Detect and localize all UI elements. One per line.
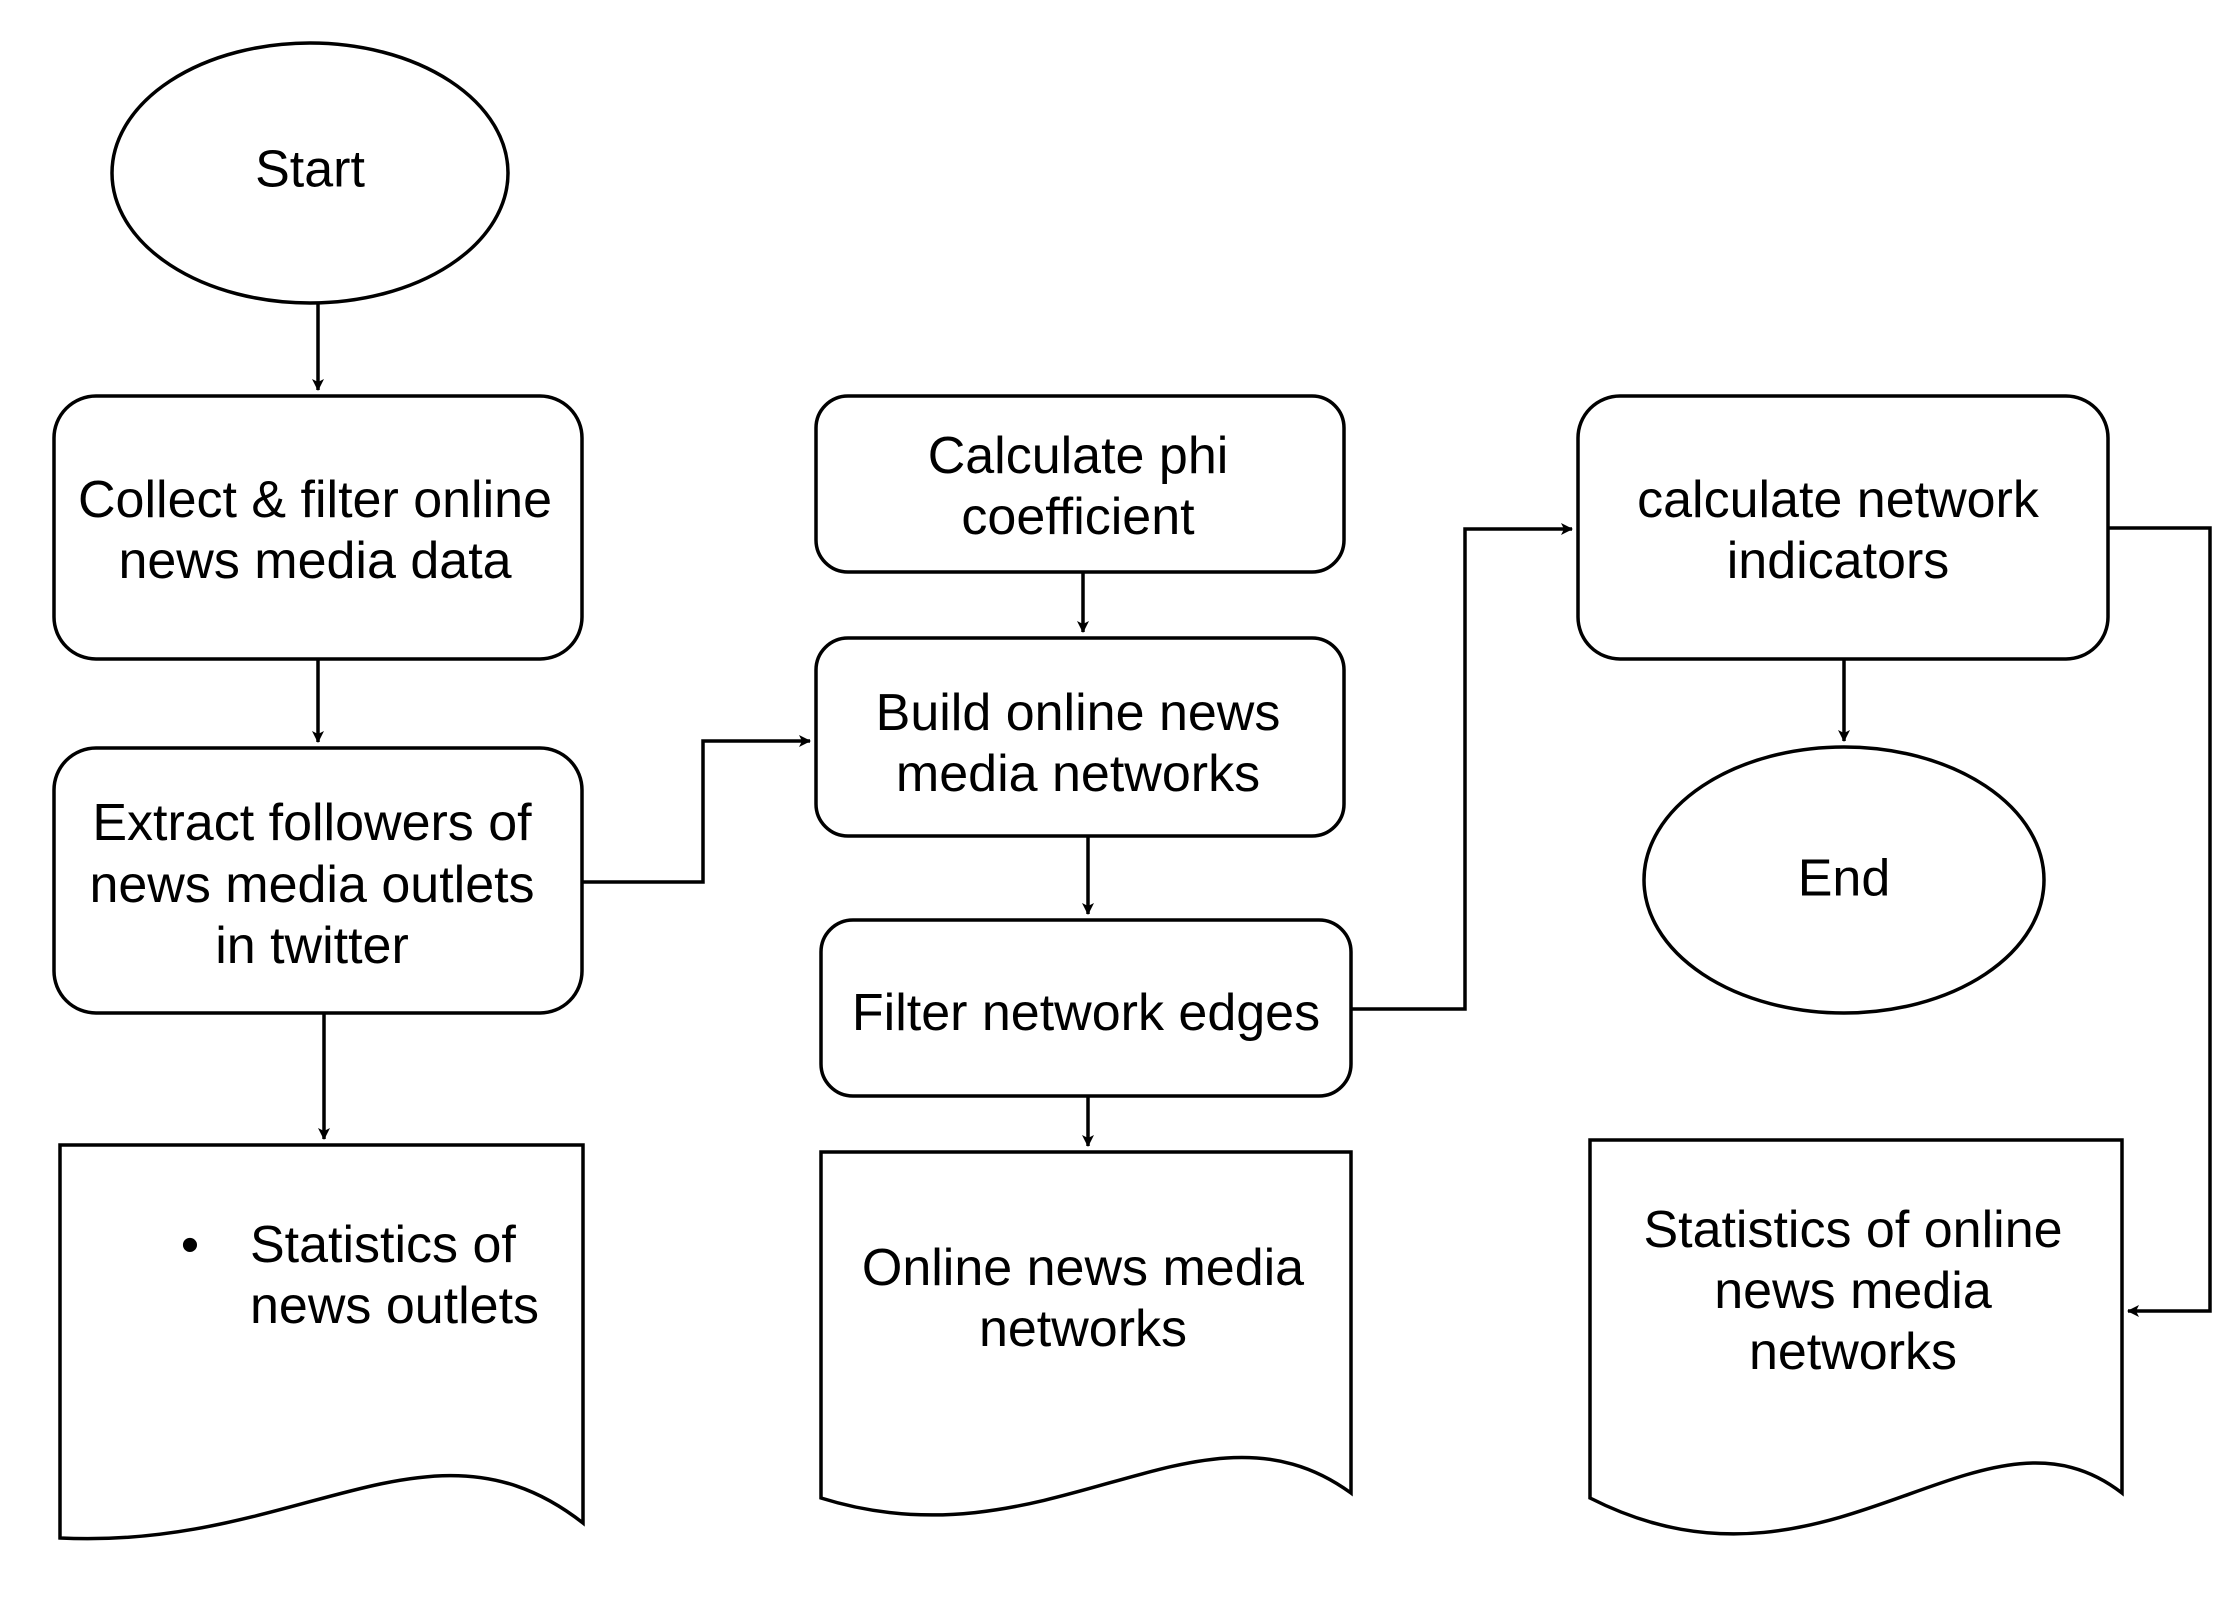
build-networks-label-line1: Build online news xyxy=(876,684,1281,742)
calculate-indicators-label-line1: calculate network xyxy=(1637,471,2040,529)
extract-followers-label-line3: in twitter xyxy=(215,917,409,975)
networks-statistics-label-line3: networks xyxy=(1749,1323,1957,1381)
end-label: End xyxy=(1798,850,1891,908)
news-outlets-statistics-document: • Statistics of news outlets xyxy=(58,1143,585,1541)
filter-edges-process: Filter network edges xyxy=(819,918,1353,1098)
collect-data-label-line1: Collect & filter online xyxy=(78,471,552,529)
news-outlets-statistics-label-line1: Statistics of xyxy=(250,1216,516,1274)
extract-followers-label-line1: Extract followers of xyxy=(92,794,532,852)
news-outlets-statistics-label-line2: news outlets xyxy=(250,1277,539,1335)
start-node: Start xyxy=(110,41,510,305)
networks-statistics-label-line1: Statistics of online xyxy=(1643,1201,2062,1259)
extract-followers-label-line2: news media outlets xyxy=(89,856,534,914)
filter-edges-label: Filter network edges xyxy=(852,984,1320,1042)
extract-followers-process: Extract followers of news media outlets … xyxy=(52,746,584,1015)
calculate-indicators-process: calculate network indicators xyxy=(1576,394,2110,661)
build-networks-label-line2: media networks xyxy=(896,745,1260,803)
collect-data-process: Collect & filter online news media data xyxy=(52,394,584,661)
networks-output-label-line2: networks xyxy=(979,1300,1187,1358)
networks-statistics-document: Statistics of online news media networks xyxy=(1588,1138,2124,1536)
calculate-indicators-label-line2: indicators xyxy=(1727,532,1950,590)
build-networks-process: Build online news media networks xyxy=(814,636,1346,838)
networks-statistics-label-line2: news media xyxy=(1714,1262,1992,1320)
arrow-filter-to-indicators xyxy=(1351,523,1573,1011)
calculate-phi-process: Calculate phi coefficient xyxy=(814,394,1346,574)
end-node: End xyxy=(1642,745,2046,1015)
calculate-phi-label-line1: Calculate phi xyxy=(928,427,1229,485)
arrow-indicators-to-statistics xyxy=(2108,526,2212,1317)
networks-output-document: Online news media networks xyxy=(819,1150,1353,1517)
collect-data-label-line2: news media data xyxy=(118,532,511,590)
networks-output-label-line1: Online news media xyxy=(862,1239,1304,1297)
start-label: Start xyxy=(255,141,365,199)
calculate-phi-label-line2: coefficient xyxy=(961,488,1195,546)
arrow-extract-to-build xyxy=(582,735,811,884)
bullet-glyph: • xyxy=(181,1216,199,1274)
